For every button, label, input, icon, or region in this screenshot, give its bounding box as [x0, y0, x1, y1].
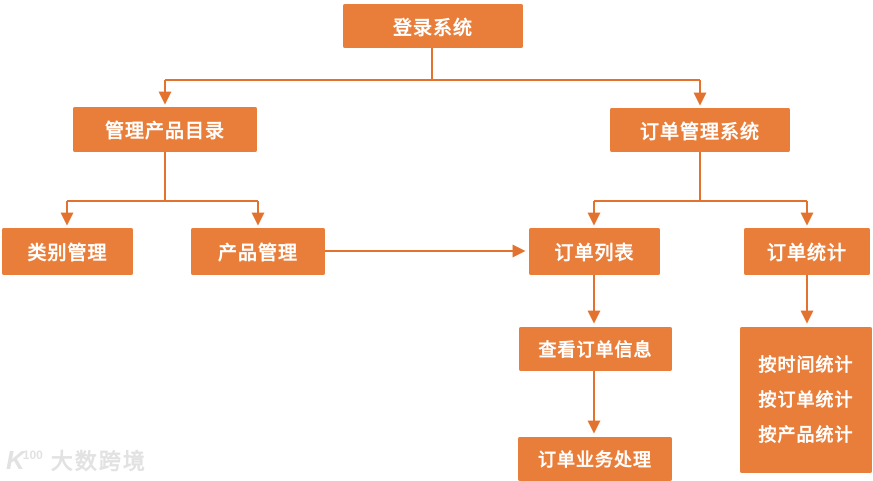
node-login-system: 登录系统	[343, 4, 523, 48]
watermark-logo-sup: 100	[22, 448, 43, 462]
node-product-management: 产品管理	[191, 228, 325, 275]
stats-by-time-label: 按时间统计	[758, 354, 854, 375]
node-manage-product-catalog: 管理产品目录	[73, 107, 257, 152]
node-statistics-breakdown: 按时间统计 按订单统计 按产品统计	[740, 327, 872, 473]
stats-by-product-label: 按产品统计	[758, 424, 854, 445]
node-order-statistics: 订单统计	[744, 228, 870, 275]
stats-by-order-label: 按订单统计	[758, 389, 854, 410]
node-order-business-processing: 订单业务处理	[518, 437, 672, 481]
node-category-management: 类别管理	[2, 228, 133, 275]
node-view-order-info: 查看订单信息	[519, 327, 672, 371]
watermark-text: 大数跨境	[50, 449, 147, 474]
node-order-management-system: 订单管理系统	[610, 108, 790, 152]
watermark-logo-icon: K100	[6, 445, 43, 475]
node-order-list: 订单列表	[529, 228, 660, 275]
watermark: K100 大数跨境	[6, 444, 147, 476]
